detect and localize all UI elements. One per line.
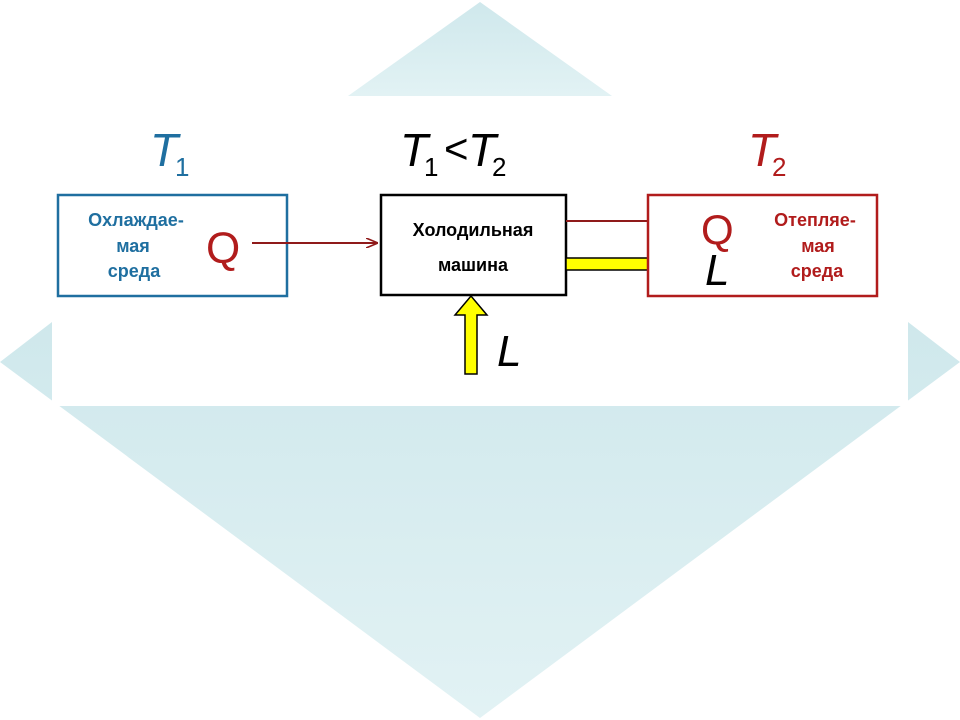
svg-text:1: 1 (424, 152, 438, 182)
cold-medium-label-line3: среда (108, 261, 161, 281)
cold-heat-symbol: Q (206, 224, 240, 273)
machine-label-line1: Холодильная (413, 220, 534, 240)
svg-text:T: T (150, 124, 181, 176)
refrigerating-machine-box: Холодильная машина (379, 193, 568, 297)
warm-medium-label-line2: мая (801, 236, 835, 256)
warm-medium-label-line3: среда (791, 261, 844, 281)
svg-text:T: T (468, 124, 499, 176)
svg-text:T: T (748, 124, 779, 176)
svg-text:<: < (444, 125, 469, 172)
cold-medium-label-line1: Охлаждае- (88, 210, 184, 230)
cold-medium-box: Охлаждае- мая среда Q (56, 193, 289, 298)
svg-text:1: 1 (175, 152, 189, 182)
background-diamond-bottom (0, 322, 960, 718)
warm-medium-label-line1: Отепляе- (774, 210, 856, 230)
background-diamond-top (348, 2, 612, 96)
warm-medium-box: Q L Отепляе- мая среда (646, 193, 879, 298)
work-input-arrow (453, 294, 489, 375)
machine-label-line2: машина (438, 255, 509, 275)
work-input-symbol: L (497, 327, 521, 376)
temperature-t1-label: T 1 (150, 124, 189, 182)
warm-heat-symbol: Q (701, 206, 734, 253)
temperature-t2-label: T 2 (748, 124, 786, 182)
svg-text:2: 2 (492, 152, 506, 182)
svg-text:2: 2 (772, 152, 786, 182)
cold-medium-label-line2: мая (116, 236, 150, 256)
svg-text:T: T (400, 124, 431, 176)
temperature-inequality-label: T 1 < T 2 (400, 124, 506, 182)
warm-work-symbol: L (705, 246, 729, 295)
